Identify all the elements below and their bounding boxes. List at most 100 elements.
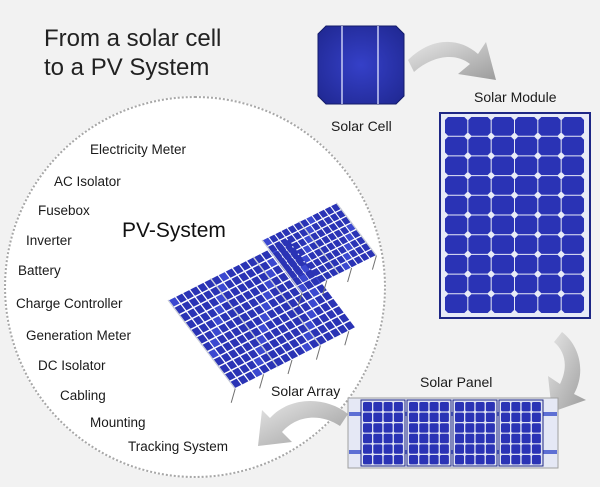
panel-cell <box>521 423 531 433</box>
array-support-leg <box>344 331 350 346</box>
panel-cell <box>455 402 464 412</box>
panel-cell <box>439 444 449 454</box>
array-cell <box>310 277 320 286</box>
module-cell <box>561 117 584 136</box>
array-cell <box>266 309 278 319</box>
array-cell <box>299 313 310 323</box>
array-cell <box>218 323 229 333</box>
array-cell <box>256 283 268 293</box>
array-cell <box>256 334 268 345</box>
diagram-title: From a solar cell to a PV System <box>44 24 221 82</box>
array-cell <box>302 245 313 254</box>
module-cell <box>491 156 514 176</box>
array-cell <box>191 326 203 337</box>
array-cell <box>253 356 265 367</box>
module-cell <box>491 136 514 156</box>
array-cell <box>221 301 232 311</box>
panel-cell <box>439 433 449 444</box>
module-cell <box>468 294 491 313</box>
array-cell <box>351 229 361 239</box>
array-cell <box>275 294 286 304</box>
array-cell <box>233 356 245 366</box>
array-cell <box>285 244 295 253</box>
array-frame-line <box>210 278 279 368</box>
array-cell <box>333 306 344 316</box>
array-cell <box>291 316 303 327</box>
module-cell <box>515 215 538 235</box>
panel-cell <box>383 433 393 444</box>
array-cell <box>220 352 232 363</box>
array-cell <box>238 272 250 282</box>
array-cell <box>286 234 296 244</box>
array-cell <box>292 277 303 286</box>
array-cell <box>265 320 276 330</box>
array-cell <box>231 327 242 337</box>
title-line-2: to a PV System <box>44 54 210 81</box>
panel-cell <box>501 402 510 412</box>
array-cell <box>329 213 340 222</box>
arrow-module-to-panel <box>548 332 586 412</box>
array-cell <box>282 291 293 301</box>
array-cell <box>337 245 347 255</box>
array-frame-line <box>335 202 377 256</box>
module-cell <box>561 235 584 254</box>
module-cell <box>491 235 514 254</box>
panel-cell <box>531 433 541 444</box>
array-cell <box>272 316 283 326</box>
component-dc-isolator: DC Isolator <box>38 358 106 373</box>
array-cell <box>301 342 313 352</box>
array-cell <box>325 309 337 320</box>
array-cell <box>223 330 235 341</box>
array-cell <box>204 279 216 289</box>
panel-cell <box>521 455 531 465</box>
array-cell <box>302 291 313 301</box>
module-cell <box>538 195 561 215</box>
array-cell <box>247 257 258 267</box>
array-cell <box>310 232 320 241</box>
panel-cell <box>465 423 475 433</box>
array-cell <box>284 254 294 263</box>
array-cell <box>259 364 270 374</box>
array-cell <box>225 268 237 278</box>
array-cell <box>208 297 220 307</box>
array-cell <box>195 293 207 304</box>
array-cell <box>215 294 227 304</box>
panel-cell <box>429 423 439 433</box>
panel-cell <box>419 433 429 444</box>
panel-cell <box>521 433 531 444</box>
array-cell <box>294 346 306 356</box>
array-cell <box>226 360 238 370</box>
array-cell <box>250 327 262 337</box>
array-cell <box>314 295 326 305</box>
array-cell <box>216 334 228 344</box>
array-cell <box>273 305 285 315</box>
module-cell <box>538 117 561 136</box>
panel-cell <box>511 402 521 412</box>
array-cell <box>293 305 305 316</box>
component-mounting: Mounting <box>90 415 146 430</box>
array-cell <box>272 250 283 260</box>
module-cell <box>538 235 561 254</box>
array-cell <box>275 231 285 240</box>
array-cell <box>330 258 340 267</box>
module-cell <box>515 195 538 215</box>
module-cell <box>515 274 538 294</box>
panel-cell <box>393 455 403 465</box>
array-frame-line <box>298 221 340 275</box>
array-cell <box>254 254 265 264</box>
array-cell <box>230 378 242 388</box>
array-cell <box>260 353 272 363</box>
array-cell <box>259 261 271 271</box>
array-cell <box>287 298 299 308</box>
array-cell <box>219 363 231 374</box>
array-frame-line <box>252 256 321 346</box>
array-cell <box>312 258 323 267</box>
panel-cell <box>485 412 495 422</box>
array-cell <box>336 255 346 264</box>
array-cell <box>356 236 366 245</box>
array-cell <box>202 341 214 351</box>
array-cell <box>326 242 336 251</box>
array-section <box>261 202 377 307</box>
module-cell <box>491 176 514 195</box>
array-cell <box>254 345 266 356</box>
